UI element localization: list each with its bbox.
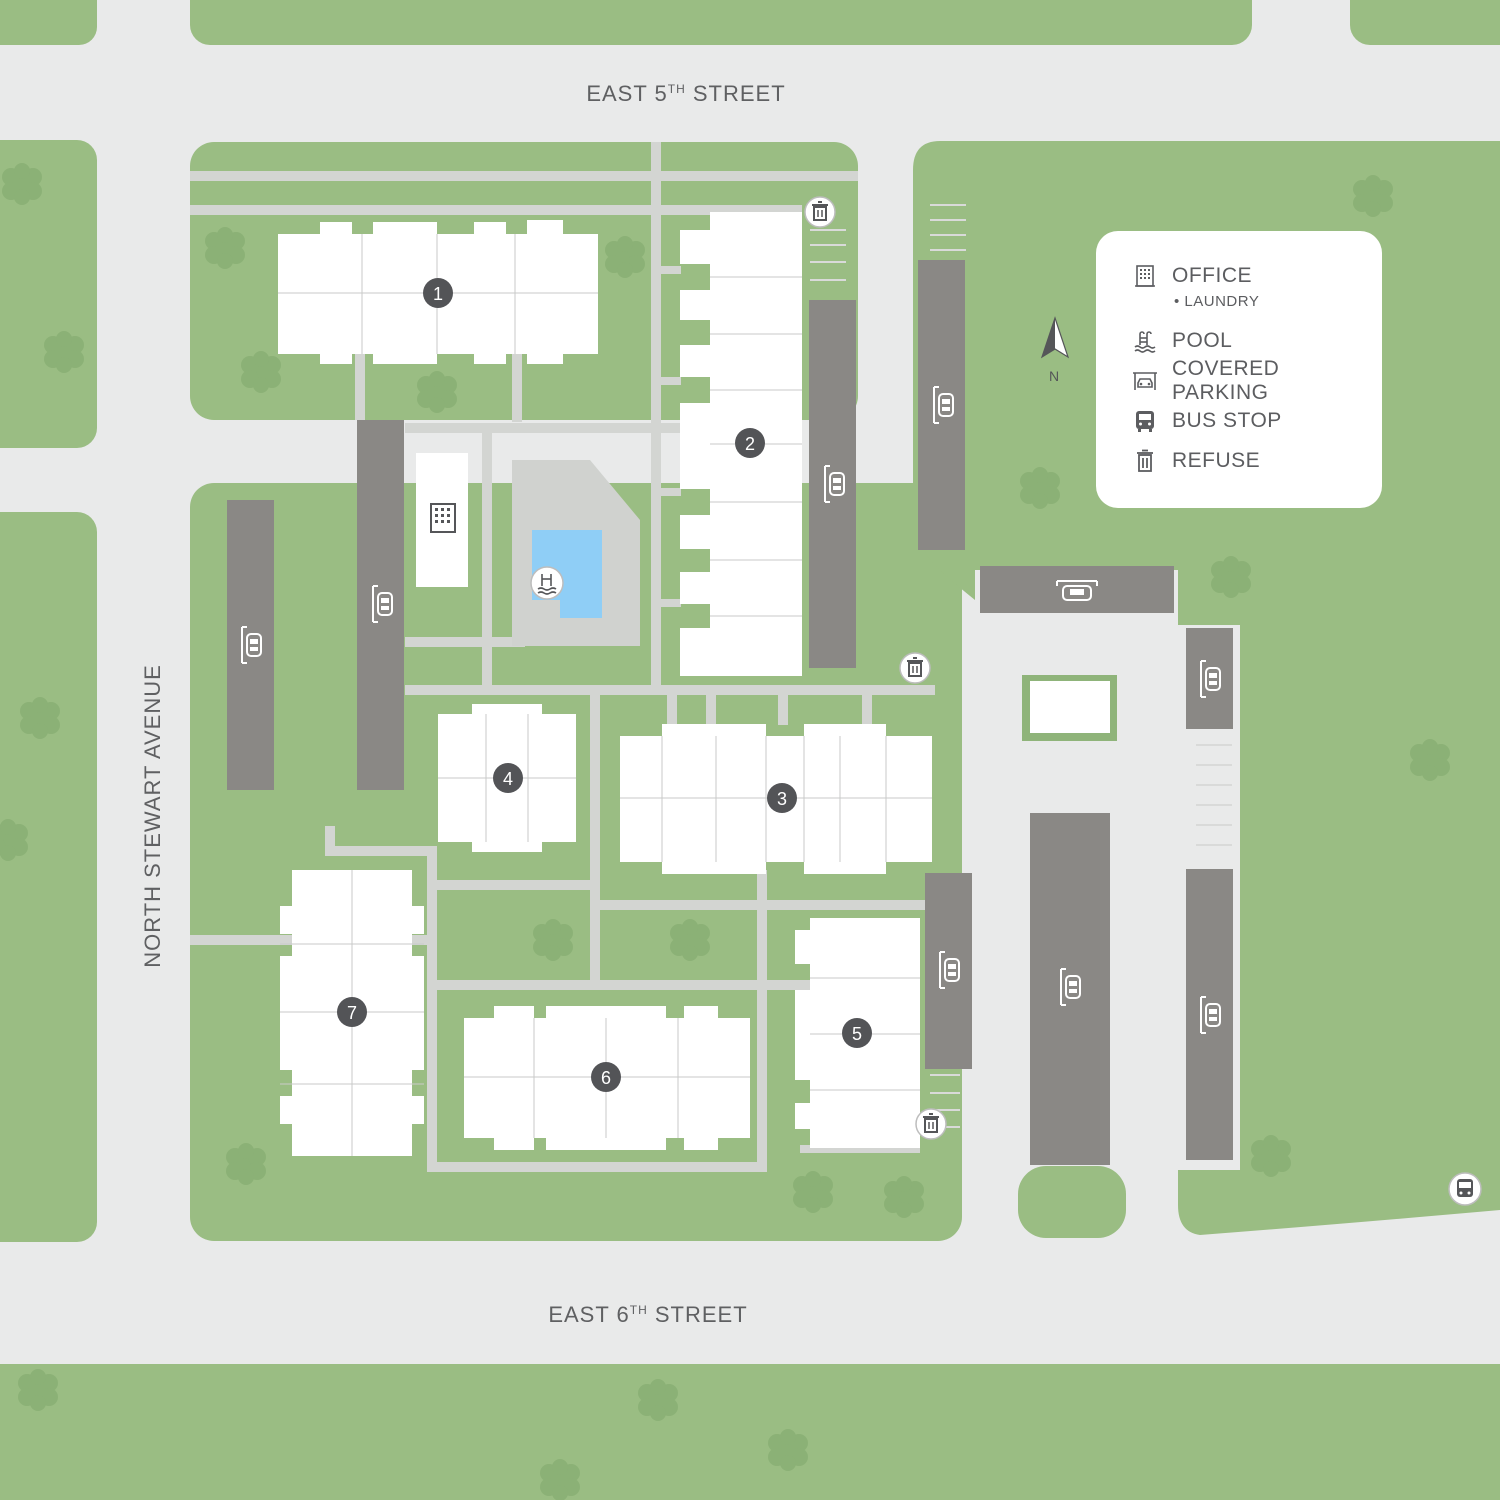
legend-label-covered-parking: COVERED PARKING: [1172, 357, 1280, 404]
street-label-east-5th: EAST 5TH STREET: [586, 81, 785, 106]
trash-can-icon: [915, 1108, 947, 1140]
building-number-2: 2: [745, 434, 755, 454]
pool-ladder-icon: [1132, 328, 1158, 354]
trash-can-icon: [1132, 448, 1158, 474]
building-marker-4: 4: [493, 763, 523, 793]
trash-can-icon: [804, 196, 836, 228]
utility-building-roof: [1030, 681, 1110, 733]
bus-icon: [1132, 408, 1158, 434]
legend-item-pool: POOL: [1132, 326, 1232, 356]
office-building-icon: [1132, 263, 1158, 289]
covered-parking-icon: [1132, 368, 1158, 394]
bus-stop-marker: [1448, 1172, 1482, 1206]
legend-item-office: OFFICE: [1132, 261, 1252, 291]
building-marker-7: 7: [337, 997, 367, 1027]
building-marker-2: 2: [735, 428, 765, 458]
trash-can-icon: [899, 652, 931, 684]
legend-item-refuse: REFUSE: [1132, 446, 1260, 476]
building-marker-5: 5: [842, 1018, 872, 1048]
building-number-6: 6: [601, 1068, 611, 1088]
pool-area: [512, 460, 640, 646]
map-legend: OFFICE • LAUNDRY POOL COVERED PARKING BU…: [1096, 231, 1382, 508]
building-markers: 1 2 3 4 5 6 7: [337, 278, 872, 1092]
street-label-north-stewart: NORTH STEWART AVENUE: [140, 664, 165, 968]
building-number-5: 5: [852, 1024, 862, 1044]
building-marker-6: 6: [591, 1062, 621, 1092]
building-number-3: 3: [777, 789, 787, 809]
north-label: N: [1049, 368, 1059, 384]
legend-label-refuse: REFUSE: [1172, 449, 1261, 472]
street-label-east-6th: EAST 6TH STREET: [548, 1302, 747, 1327]
legend-sublabel-laundry: • LAUNDRY: [1174, 293, 1260, 310]
legend-item-covered-parking: COVERED PARKING: [1132, 357, 1382, 404]
legend-item-bus-stop: BUS STOP: [1132, 406, 1282, 436]
building-number-4: 4: [503, 769, 513, 789]
building-marker-1: 1: [423, 278, 453, 308]
legend-label-bus-stop: BUS STOP: [1172, 409, 1282, 432]
walkways: [190, 142, 935, 1172]
building-number-7: 7: [347, 1003, 357, 1023]
office-building: [416, 453, 468, 587]
north-arrow: N: [1040, 316, 1070, 384]
legend-label-pool: POOL: [1172, 329, 1233, 352]
building-marker-3: 3: [767, 783, 797, 813]
legend-label-office: OFFICE: [1172, 264, 1252, 287]
building-number-1: 1: [433, 284, 443, 304]
